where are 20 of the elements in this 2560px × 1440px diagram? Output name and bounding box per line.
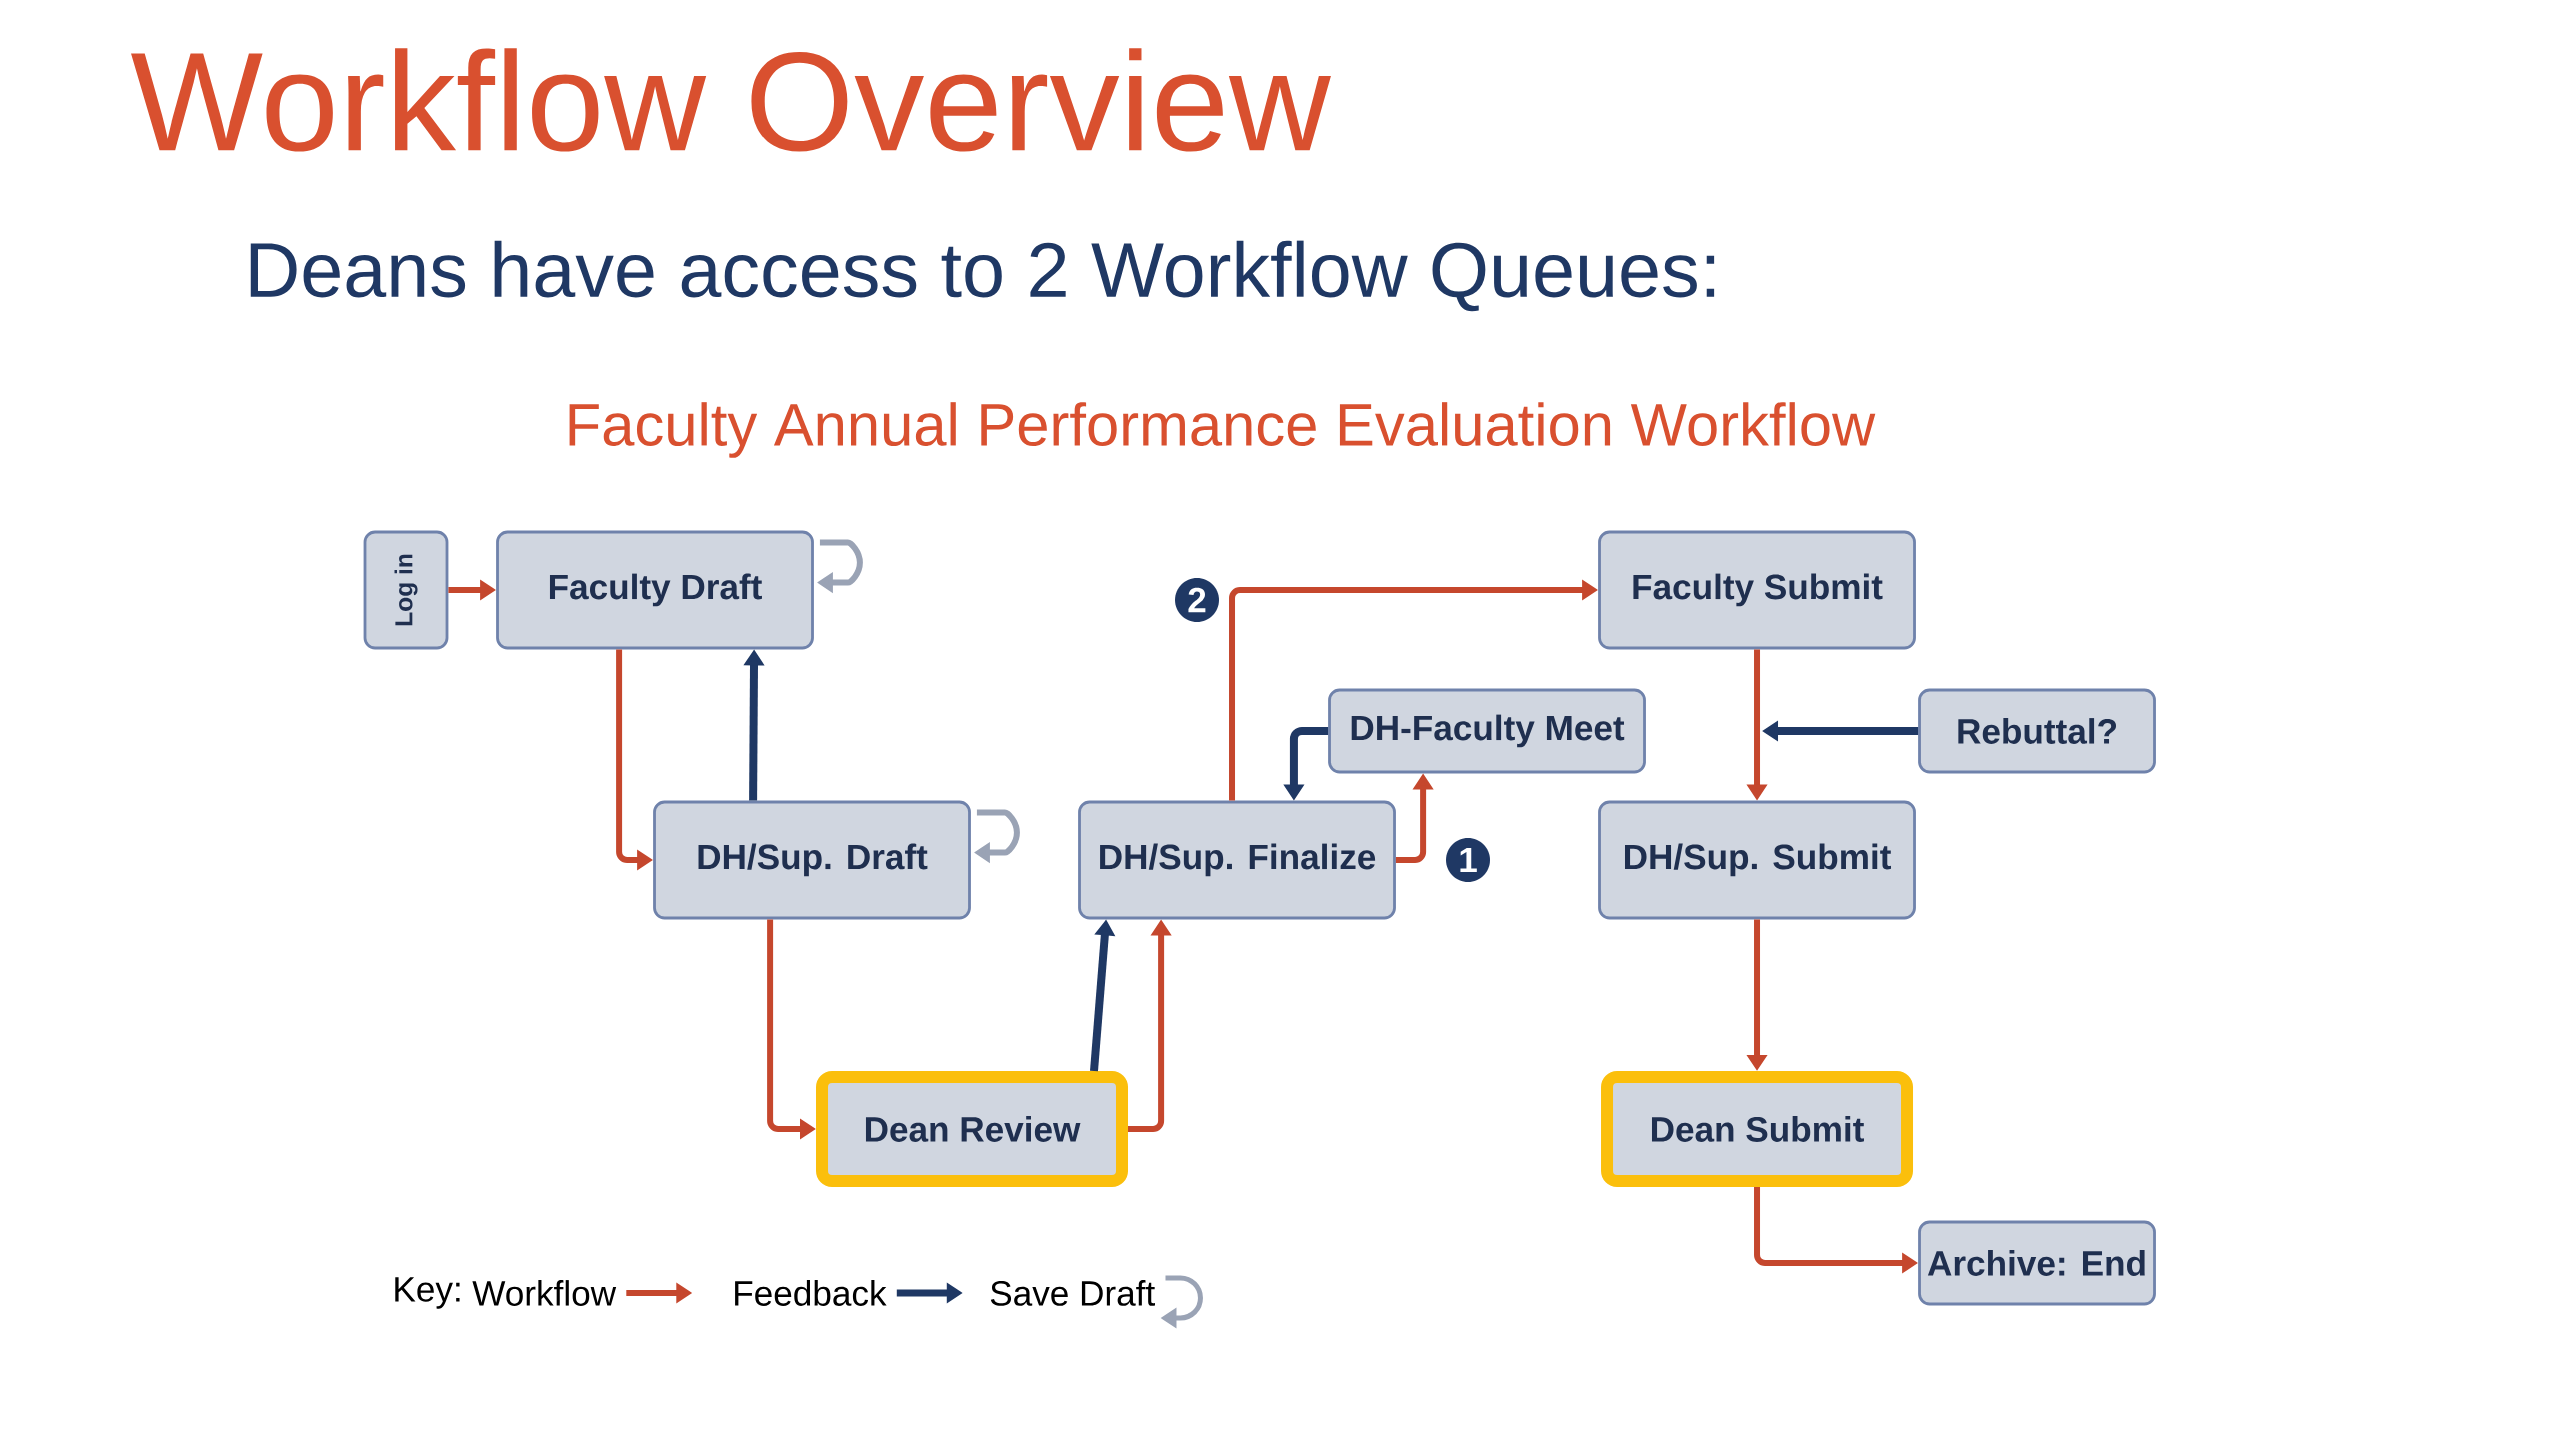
process-box: Faculty Submit [1598, 530, 1916, 650]
process-box: DH-Faculty Meet [1328, 688, 1646, 774]
legend-text: Feedback [735, 1280, 887, 1306]
process-box: DH/Sup. Finalize [1078, 800, 1396, 920]
login-box: Log in [363, 530, 449, 650]
highlighted-box: Dean Review [816, 1071, 1128, 1187]
key-label: Key: [395, 1277, 460, 1309]
process-box: DH/Sup. Submit [1598, 800, 1916, 920]
subtitle: Deans have access to 2 Workflow Queues: [250, 240, 1715, 312]
process-box: DH/Sup. Draft [653, 800, 971, 920]
legend-text: Save Draft [990, 1280, 1155, 1306]
highlighted-box: Dean Submit [1601, 1071, 1913, 1187]
title: Workflow Overview [131, 48, 1331, 152]
heading: Faculty Annual Performance Evaluation Workflow [569, 402, 1876, 458]
callout-number: 1 [1446, 838, 1490, 882]
process-box: Faculty Draft [496, 530, 814, 650]
process-box: Archive: End [1918, 1220, 2156, 1306]
process-box: Rebuttal? [1918, 688, 2156, 774]
legend-text: Workflow [472, 1280, 617, 1306]
callout-number: 2 [1175, 578, 1219, 622]
